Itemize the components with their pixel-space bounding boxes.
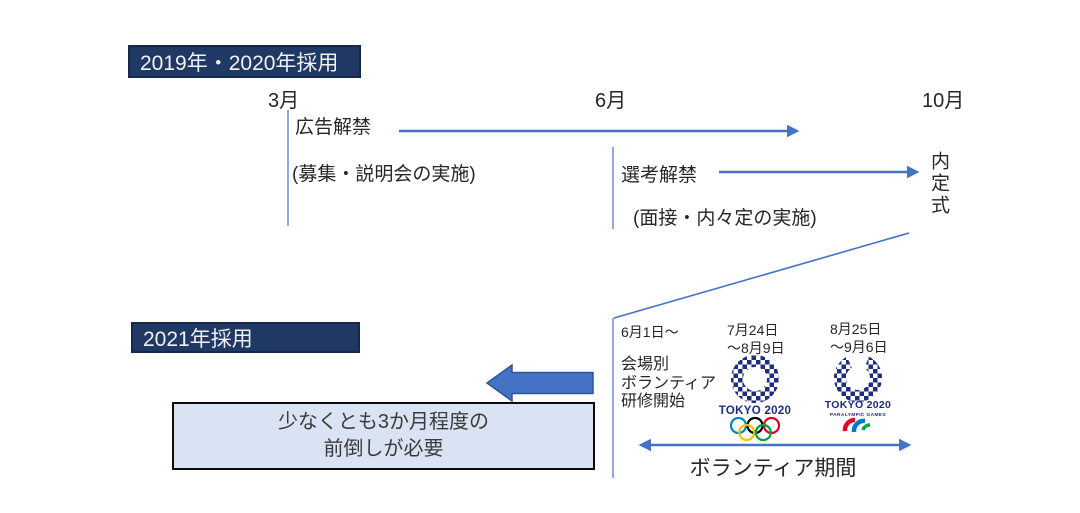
olympic-logo: TOKYO 2020 bbox=[719, 355, 791, 442]
month-label-june: 6月 bbox=[595, 90, 627, 112]
callout-box: 少なくとも3か月程度の 前倒しが必要 bbox=[172, 402, 595, 470]
agitos-icon bbox=[842, 417, 871, 433]
training-label: 会場別 ボランティア 研修開始 bbox=[621, 356, 716, 412]
olympic-period-dates: 7月24日 〜8月9日 bbox=[727, 322, 785, 357]
selection-release-note: (面接・内々定の実施) bbox=[633, 208, 817, 229]
paralympic-period-line1: 8月25日 bbox=[830, 321, 882, 337]
selection-release-label: 選考解禁 bbox=[621, 165, 698, 186]
offer-ceremony-label: 内定式 bbox=[928, 151, 949, 217]
header-2019-2020: 2019年・2020年採用 bbox=[128, 45, 361, 78]
training-line1: 会場別 bbox=[621, 356, 670, 373]
olympic-period-line2: 〜8月9日 bbox=[727, 339, 785, 356]
month-label-october: 10月 bbox=[922, 90, 965, 112]
volunteer-period-label: ボランティア期間 bbox=[689, 457, 857, 480]
paralympic-emblem-icon bbox=[834, 354, 882, 402]
olympic-period-line1: 7月24日 bbox=[727, 322, 779, 338]
callout-line1: 少なくとも3か月程度の bbox=[277, 411, 490, 433]
paralympic-logo-text: TOKYO 2020 bbox=[825, 399, 891, 411]
ad-release-label: 広告解禁 bbox=[295, 117, 372, 138]
ad-release-note: (募集・説明会の実施) bbox=[292, 164, 476, 185]
training-start-date: 6月1日〜 bbox=[621, 324, 679, 340]
callout-line2: 前倒しが必要 bbox=[323, 438, 444, 460]
paralympic-logo: TOKYO 2020 PARALYMPIC GAMES bbox=[825, 350, 891, 433]
paralympic-period-dates: 8月25日 〜9月6日 bbox=[830, 321, 888, 356]
month-label-march: 3月 bbox=[268, 90, 300, 112]
pull-forward-big-arrow bbox=[485, 363, 594, 403]
header-2021: 2021年採用 bbox=[131, 322, 360, 353]
paralympic-period-line2: 〜9月6日 bbox=[830, 338, 888, 355]
olympic-rings-icon bbox=[729, 416, 781, 442]
olympic-logo-text: TOKYO 2020 bbox=[719, 405, 791, 417]
paralympic-logo-subtext: PARALYMPIC GAMES bbox=[830, 412, 887, 418]
header-2019-2020-label: 2019年・2020年採用 bbox=[140, 51, 339, 75]
diagonal-connector-line bbox=[613, 232, 910, 319]
header-2021-label: 2021年採用 bbox=[143, 327, 253, 351]
training-line3: 研修開始 bbox=[621, 393, 686, 410]
training-line2: ボランティア bbox=[621, 374, 717, 392]
olympic-emblem-icon bbox=[731, 355, 779, 403]
